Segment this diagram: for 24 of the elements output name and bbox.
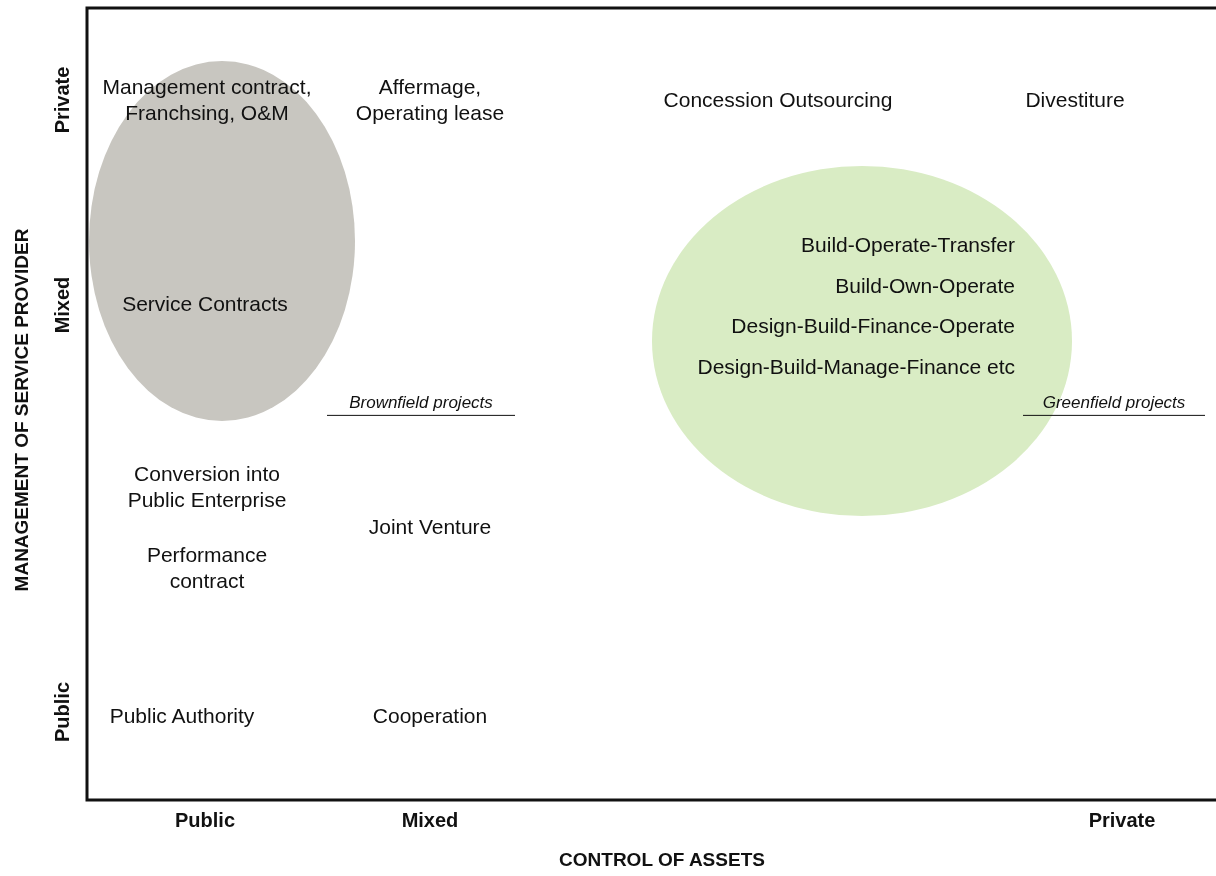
region-text: Design-Build-Manage-Finance etc — [697, 353, 1015, 380]
quadrant-label: Divestiture — [1024, 86, 1126, 113]
axis-tick-label: Public — [49, 682, 74, 742]
region-text: Build-Operate-Transfer — [801, 231, 1015, 258]
quadrant-label: Concession Outsourcing — [662, 86, 894, 113]
axis-tick-label: Public — [175, 807, 235, 833]
region-text: Design-Build-Finance-Operate — [731, 312, 1015, 339]
axis-title: MANAGEMENT OF SERVICE PROVIDER — [10, 228, 34, 592]
axis-tick-label: Private — [49, 66, 74, 134]
region-text: Service Contracts — [121, 290, 289, 317]
quadrant-label: Affermage, Operating lease — [354, 73, 506, 126]
project-note: Brownfield projects — [327, 391, 515, 417]
axis-tick-label: Private — [1088, 807, 1156, 833]
axis-tick-label: Mixed — [401, 807, 459, 833]
quadrant-label: Joint Venture — [367, 513, 493, 540]
quadrant-label: Performance contract — [145, 541, 269, 594]
axis-title: CONTROL OF ASSETS — [559, 848, 765, 872]
quadrant-label: Conversion into Public Enterprise — [126, 460, 288, 513]
quadrant-label: Public Authority — [108, 702, 256, 729]
project-note: Greenfield projects — [1023, 391, 1205, 417]
region-text: Management contract, Franchsing, O&M — [102, 73, 312, 126]
region-text: Build-Own-Operate — [835, 272, 1015, 299]
axis-tick-label: Mixed — [49, 276, 74, 334]
quadrant-label: Cooperation — [371, 702, 489, 729]
